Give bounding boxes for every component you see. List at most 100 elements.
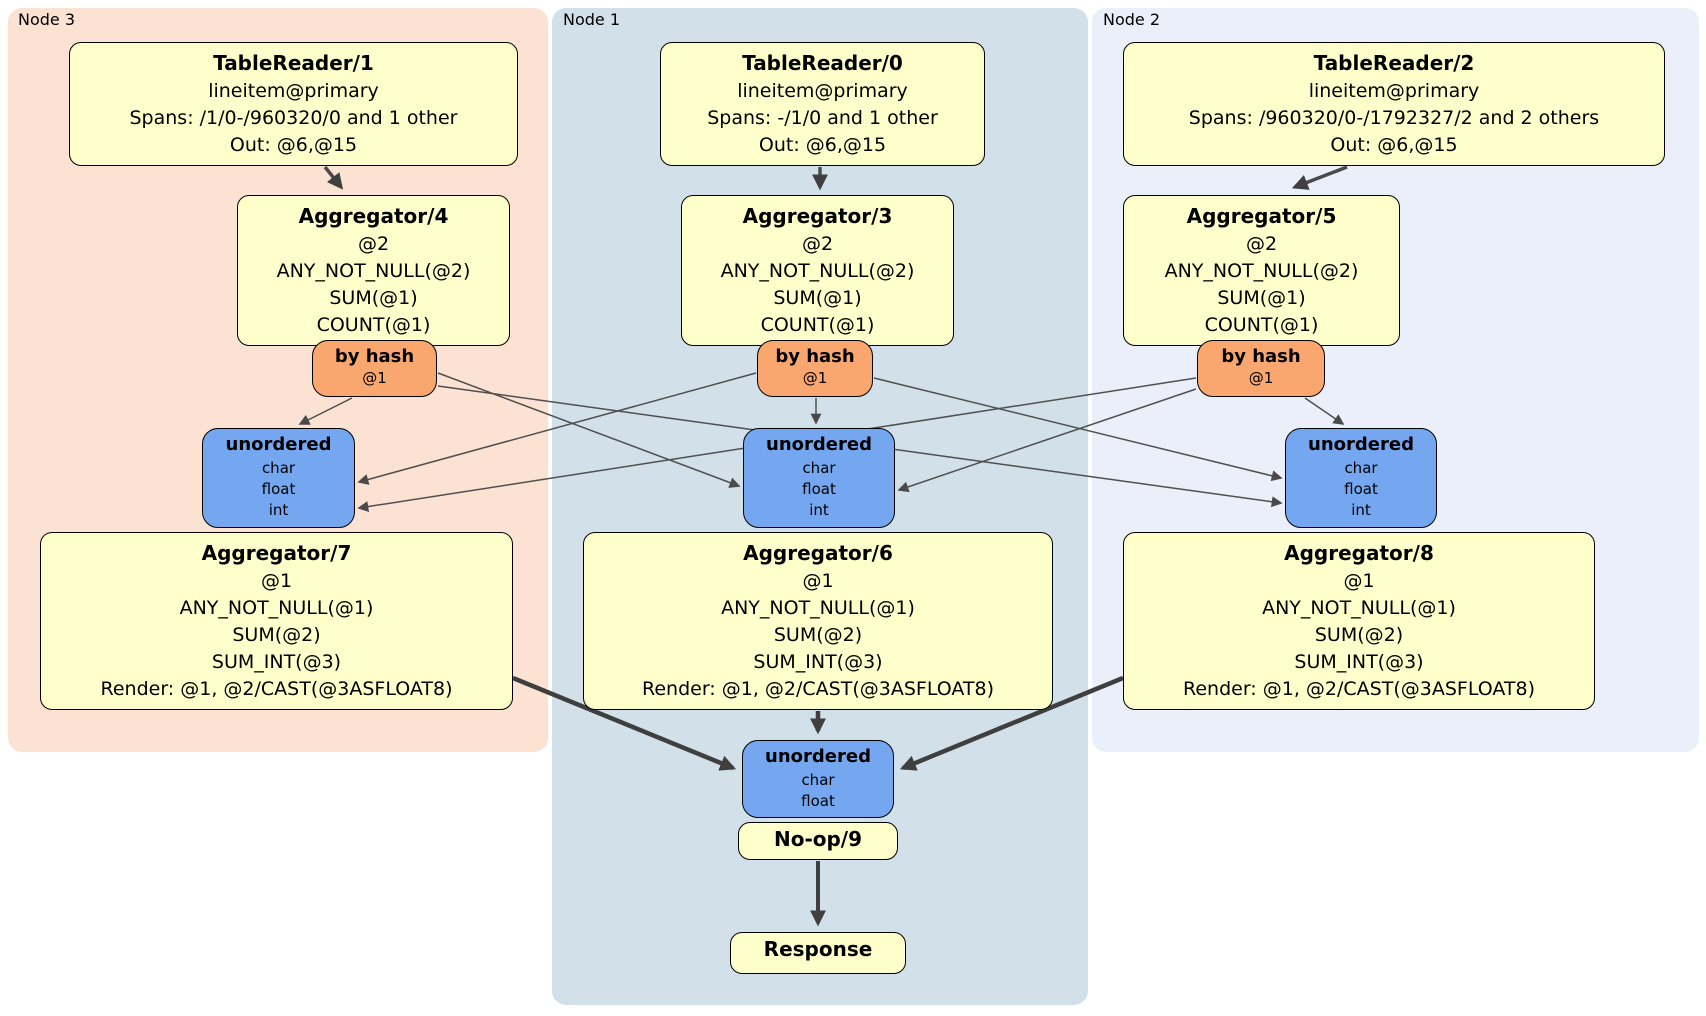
box-lines: char float — [743, 770, 893, 812]
unordered-sync-node1: unordered char float int — [743, 428, 895, 528]
box-line: @1 — [802, 570, 834, 592]
hash-router-node1: by hash @1 — [757, 340, 873, 397]
box-title: Response — [763, 937, 873, 961]
box-title: TableReader/1 — [213, 51, 374, 75]
edge-hash1-sync2 — [873, 377, 1283, 482]
box-title: by hash — [775, 346, 855, 367]
box-line: Out: @6,@15 — [758, 134, 887, 156]
box-line: lineitem@primary — [208, 80, 379, 102]
box-line: Spans: /1/0-/960320/0 and 1 other — [129, 107, 458, 129]
box-line: ANY_NOT_NULL(@2) — [1164, 260, 1359, 282]
edge-tr2-agg5 — [1291, 165, 1348, 190]
edge-hash2-sync1 — [897, 388, 1197, 493]
box-title: No-op/9 — [773, 827, 863, 851]
box-title: unordered — [225, 434, 332, 455]
box-line: float — [1344, 480, 1378, 498]
box-title: Aggregator/7 — [201, 541, 352, 565]
box-line: @1 — [1248, 369, 1274, 387]
edge-hash3-sync1 — [437, 372, 741, 488]
box-line: float — [801, 792, 835, 810]
node2-label: Node 2 — [1103, 10, 1161, 29]
box-line: Spans: /960320/0-/1792327/2 and 2 others — [1188, 107, 1600, 129]
box-line: int — [809, 501, 829, 519]
edge-hash2-sync2 — [1304, 397, 1345, 425]
box-line: @2 — [1245, 233, 1278, 255]
box-line: Render: @1, @2/CAST(@3ASFLOAT8) — [100, 678, 453, 700]
box-line: char — [1344, 459, 1378, 477]
edge-agg8-finalsync — [899, 675, 1124, 771]
noop-9-box: No-op/9 — [738, 822, 898, 860]
box-line: Render: @1, @2/CAST(@3ASFLOAT8) — [1183, 678, 1535, 700]
box-title: TableReader/2 — [1313, 51, 1475, 75]
box-line: SUM(@2) — [1314, 624, 1404, 646]
box-line: float — [261, 480, 296, 498]
box-line: Out: @6,@15 — [229, 134, 358, 156]
box-line: ANY_NOT_NULL(@1) — [1262, 597, 1456, 619]
box-line: COUNT(@1) — [1204, 314, 1319, 336]
node1-label: Node 1 — [563, 10, 621, 29]
hash-router-node3: by hash @1 — [312, 340, 437, 397]
box-title: by hash — [334, 346, 415, 367]
box-line: lineitem@primary — [1308, 80, 1480, 102]
box-line: Render: @1, @2/CAST(@3ASFLOAT8) — [642, 678, 994, 700]
box-line: SUM_INT(@3) — [753, 651, 883, 673]
box-title: unordered — [1308, 434, 1414, 455]
box-line: ANY_NOT_NULL(@1) — [721, 597, 915, 619]
response-box: Response — [730, 932, 906, 974]
box-line: @1 — [1343, 570, 1375, 592]
box-line: SUM(@1) — [329, 287, 418, 309]
box-lines: @1 — [1198, 369, 1324, 388]
box-lines: @1 — [313, 369, 436, 388]
box-title: Aggregator/3 — [742, 204, 893, 228]
box-line: char — [801, 771, 835, 789]
box-line: SUM(@2) — [773, 624, 863, 646]
box-title: Aggregator/5 — [1186, 204, 1337, 228]
box-line: SUM_INT(@3) — [1294, 651, 1424, 673]
box-title: TableReader/0 — [742, 51, 903, 75]
box-line: SUM_INT(@3) — [211, 651, 342, 673]
box-line: @2 — [357, 233, 390, 255]
box-title: by hash — [1221, 346, 1301, 367]
box-line: ANY_NOT_NULL(@2) — [720, 260, 915, 282]
box-title: Aggregator/8 — [1284, 541, 1434, 565]
box-title: unordered — [766, 434, 872, 455]
box-line: @1 — [362, 369, 387, 387]
box-title: Aggregator/6 — [743, 541, 893, 565]
box-line: Out: @6,@15 — [1330, 134, 1458, 156]
edge-tr1-agg4 — [323, 165, 344, 190]
box-title: unordered — [765, 746, 871, 767]
box-lines: @1 — [758, 369, 872, 388]
box-line: ANY_NOT_NULL(@2) — [276, 260, 471, 282]
box-line: @1 — [260, 570, 293, 592]
box-line: char — [802, 459, 836, 477]
box-line: ANY_NOT_NULL(@1) — [179, 597, 374, 619]
box-line: SUM(@1) — [1217, 287, 1306, 309]
box-line: COUNT(@1) — [316, 314, 431, 336]
box-line: @2 — [801, 233, 834, 255]
box-line: SUM(@2) — [232, 624, 321, 646]
box-line: float — [802, 480, 836, 498]
edge-hash1-sync3 — [357, 372, 757, 485]
box-lines: char float int — [744, 458, 894, 521]
edge-hash3-sync3 — [298, 397, 353, 425]
box-line: Spans: -/1/0 and 1 other — [707, 107, 938, 129]
